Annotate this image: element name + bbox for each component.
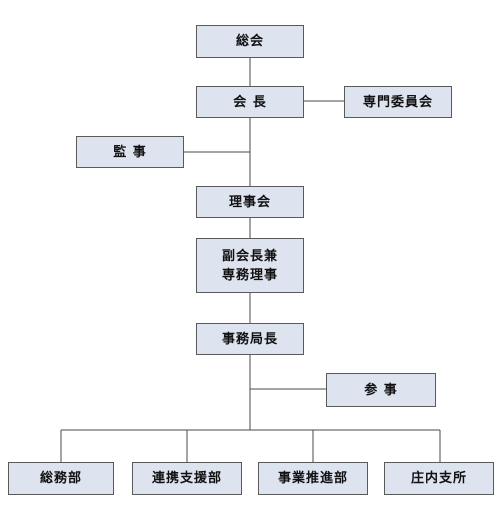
department-shonai-branch-box: 庄内支所 bbox=[384, 462, 494, 495]
vice-chairman-executive-director-box: 副会長兼 専務理事 bbox=[196, 238, 304, 293]
department-cooperation-support-box: 連携支援部 bbox=[132, 462, 242, 495]
general-meeting-box: 総会 bbox=[196, 25, 304, 58]
secretary-general-box: 事務局長 bbox=[196, 323, 304, 355]
board-of-directors-box: 理事会 bbox=[196, 186, 304, 218]
department-general-affairs-box: 総務部 bbox=[8, 462, 114, 495]
department-business-promotion-box: 事業推進部 bbox=[258, 462, 368, 495]
counselor-box: 参 事 bbox=[326, 373, 436, 407]
auditor-box: 監 事 bbox=[76, 136, 184, 168]
expert-committee-box: 専門委員会 bbox=[344, 86, 452, 118]
chairman-box: 会 長 bbox=[196, 86, 304, 118]
